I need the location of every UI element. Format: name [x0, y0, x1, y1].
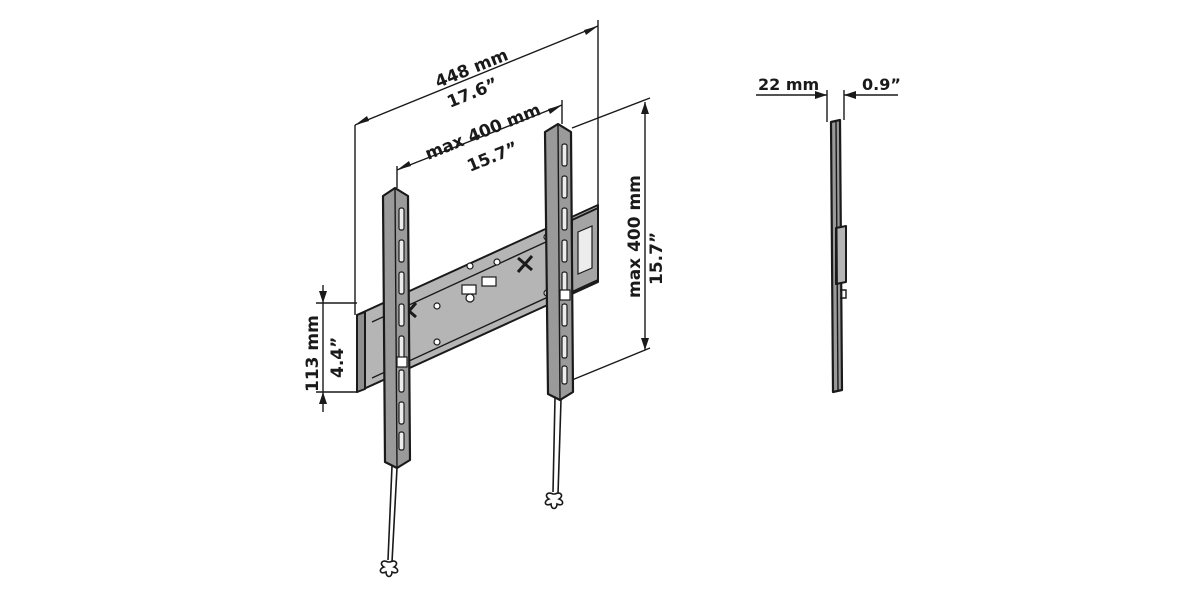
dimension-plate-height: 113 mm 4.4”: [303, 285, 357, 412]
vertical-spacing-mm-label: max 400 mm: [625, 175, 645, 298]
plate-height-in-label: 4.4”: [328, 337, 348, 378]
dimension-depth: 22 mm 0.9”: [756, 75, 901, 122]
x-mark-right: [516, 255, 534, 273]
dimension-horizontal-spacing: max 400 mm 15.7”: [396, 100, 563, 188]
right-pull-cord: [544, 397, 564, 510]
vertical-spacing-in-label: 15.7”: [647, 232, 667, 285]
center-lock: [461, 276, 497, 303]
dimension-vertical-spacing: max 400 mm 15.7”: [571, 97, 667, 381]
depth-mm-label: 22 mm: [758, 75, 819, 94]
left-pull-cord: [379, 465, 399, 578]
right-vertical-arm: [543, 122, 575, 402]
plate-height-mm-label: 113 mm: [303, 315, 323, 392]
left-vertical-arm: [381, 186, 412, 470]
depth-in-label: 0.9”: [862, 75, 901, 94]
right-cord-handle-icon: [544, 492, 564, 510]
left-cord-handle-icon: [379, 560, 399, 578]
side-view: [829, 118, 847, 394]
